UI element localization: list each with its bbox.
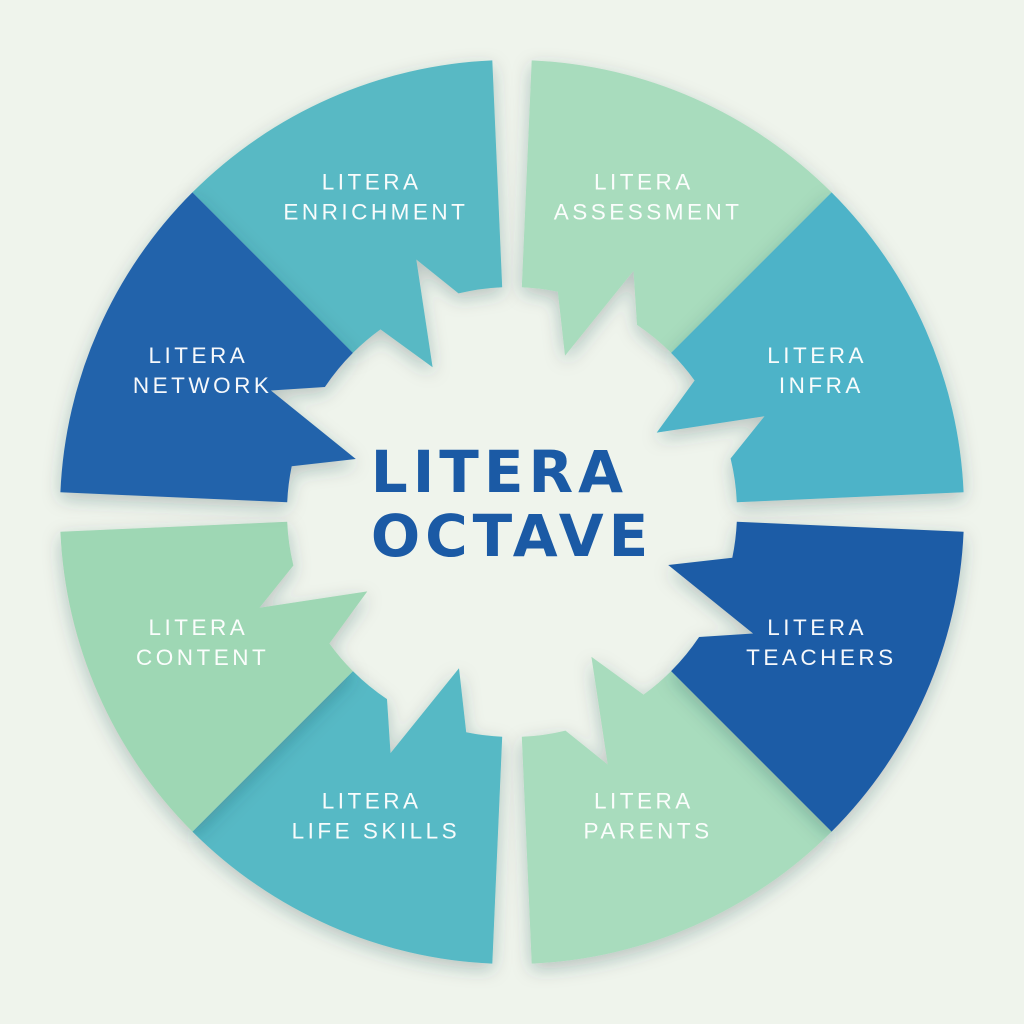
segment-label-parents: LITERA PARENTS <box>584 788 713 843</box>
segment-litera-life-skills: LITERA LIFE SKILLS <box>192 668 503 964</box>
segment-shape-network <box>60 192 356 503</box>
segment-shape-content <box>60 521 368 832</box>
segment-litera-teachers: LITERA TEACHERS <box>668 521 964 832</box>
segment-litera-enrichment: LITERA ENRICHMENT <box>192 60 503 368</box>
segment-label-assessment: LITERA ASSESSMENT <box>554 170 743 225</box>
segment-litera-content: LITERA CONTENT <box>60 521 368 832</box>
segment-shape-parents <box>521 656 832 964</box>
segment-label-content: LITERA CONTENT <box>136 615 269 670</box>
segment-shape-infra <box>656 192 964 503</box>
segment-litera-assessment: LITERA ASSESSMENT <box>521 60 832 356</box>
segment-shape-teachers <box>668 521 964 832</box>
segment-shape-assessment <box>521 60 832 356</box>
diagram-title-line2: OCTAVE <box>371 502 653 570</box>
segment-litera-network: LITERA NETWORK <box>60 192 356 503</box>
diagram-title: LITERA OCTAVE <box>371 438 653 570</box>
segment-label-infra: LITERA INFRA <box>767 343 875 398</box>
segment-label-teachers: LITERA TEACHERS <box>746 615 897 670</box>
segment-shape-life-skills <box>192 668 503 964</box>
diagram-title-line1: LITERA <box>371 438 628 506</box>
segment-label-network: LITERA NETWORK <box>133 343 273 398</box>
segment-label-enrichment: LITERA ENRICHMENT <box>283 170 468 225</box>
segment-shape-enrichment <box>192 60 503 368</box>
segment-litera-infra: LITERA INFRA <box>656 192 964 503</box>
segment-litera-parents: LITERA PARENTS <box>521 656 832 964</box>
segment-label-life-skills: LITERA LIFE SKILLS <box>292 788 461 843</box>
